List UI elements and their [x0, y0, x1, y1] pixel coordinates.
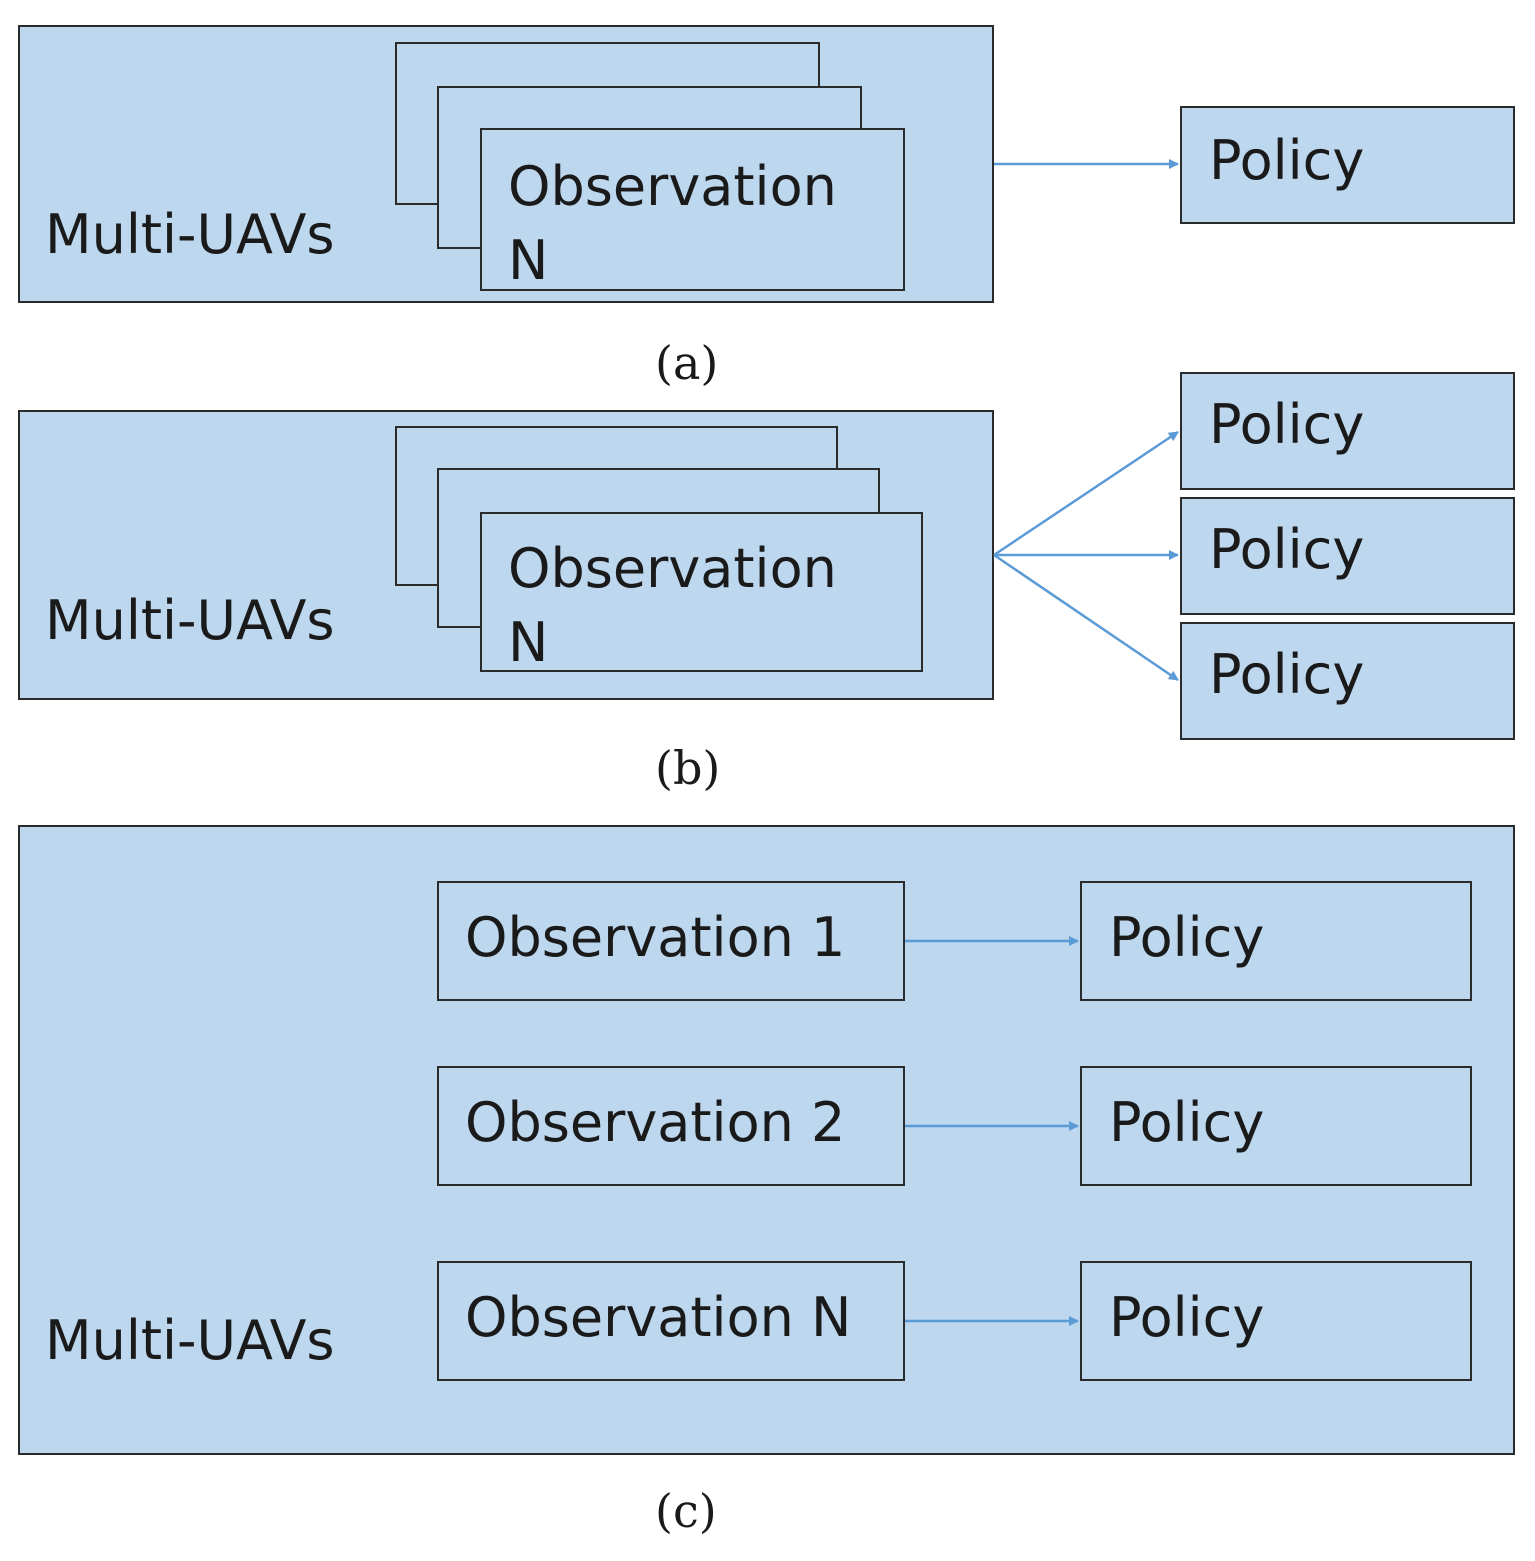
panel-a-observation-n-label: N — [508, 229, 549, 292]
panel-c-policy-box-2: Policy — [1080, 1066, 1472, 1186]
panel-c-observation-box-2: Observation 2 — [437, 1066, 905, 1186]
panel-c-observation-label-2: Observation 2 — [465, 1091, 846, 1154]
panel-b-caption: (b) — [655, 741, 721, 795]
panel-c-observation-label-3: Observation N — [465, 1286, 852, 1349]
panel-b-observation-label: Observation — [508, 537, 837, 600]
panel-a-caption: (a) — [655, 336, 719, 390]
panel-b-arrow-1 — [993, 430, 1179, 557]
panel-a-policy-box: Policy — [1180, 106, 1515, 224]
panel-c-policy-label-1: Policy — [1109, 906, 1265, 969]
panel-c-observation-label-1: Observation 1 — [465, 906, 846, 969]
panel-c-multi-uavs-label: Multi-UAVs — [45, 1309, 335, 1372]
panel-c-policy-box-3: Policy — [1080, 1261, 1472, 1381]
panel-c-policy-label-2: Policy — [1109, 1091, 1265, 1154]
panel-b-arrow-3 — [993, 553, 1179, 682]
panel-b-policy-label-3: Policy — [1209, 643, 1365, 706]
panel-b-policy-box-2: Policy — [1180, 497, 1515, 615]
panel-b-policy-box-1: Policy — [1180, 372, 1515, 490]
panel-b-multi-uavs-label: Multi-UAVs — [45, 589, 335, 652]
panel-b-observation-n-label: N — [508, 611, 549, 674]
panel-c-policy-label-3: Policy — [1109, 1286, 1265, 1349]
panel-c-observation-box-1: Observation 1 — [437, 881, 905, 1001]
panel-a-observation-stack-front: Observation N — [480, 128, 905, 291]
panel-b-observation-stack-front: Observation N — [480, 512, 923, 672]
panel-b-policy-box-3: Policy — [1180, 622, 1515, 740]
panel-b-policy-label-2: Policy — [1209, 518, 1365, 581]
panel-c-caption: (c) — [655, 1484, 717, 1538]
panel-b-policy-label-1: Policy — [1209, 393, 1365, 456]
panel-a-policy-label: Policy — [1209, 129, 1365, 192]
panel-c-observation-box-3: Observation N — [437, 1261, 905, 1381]
panel-a-observation-label: Observation — [508, 155, 837, 218]
panel-a-multi-uavs-label: Multi-UAVs — [45, 203, 335, 266]
panel-c-policy-box-1: Policy — [1080, 881, 1472, 1001]
